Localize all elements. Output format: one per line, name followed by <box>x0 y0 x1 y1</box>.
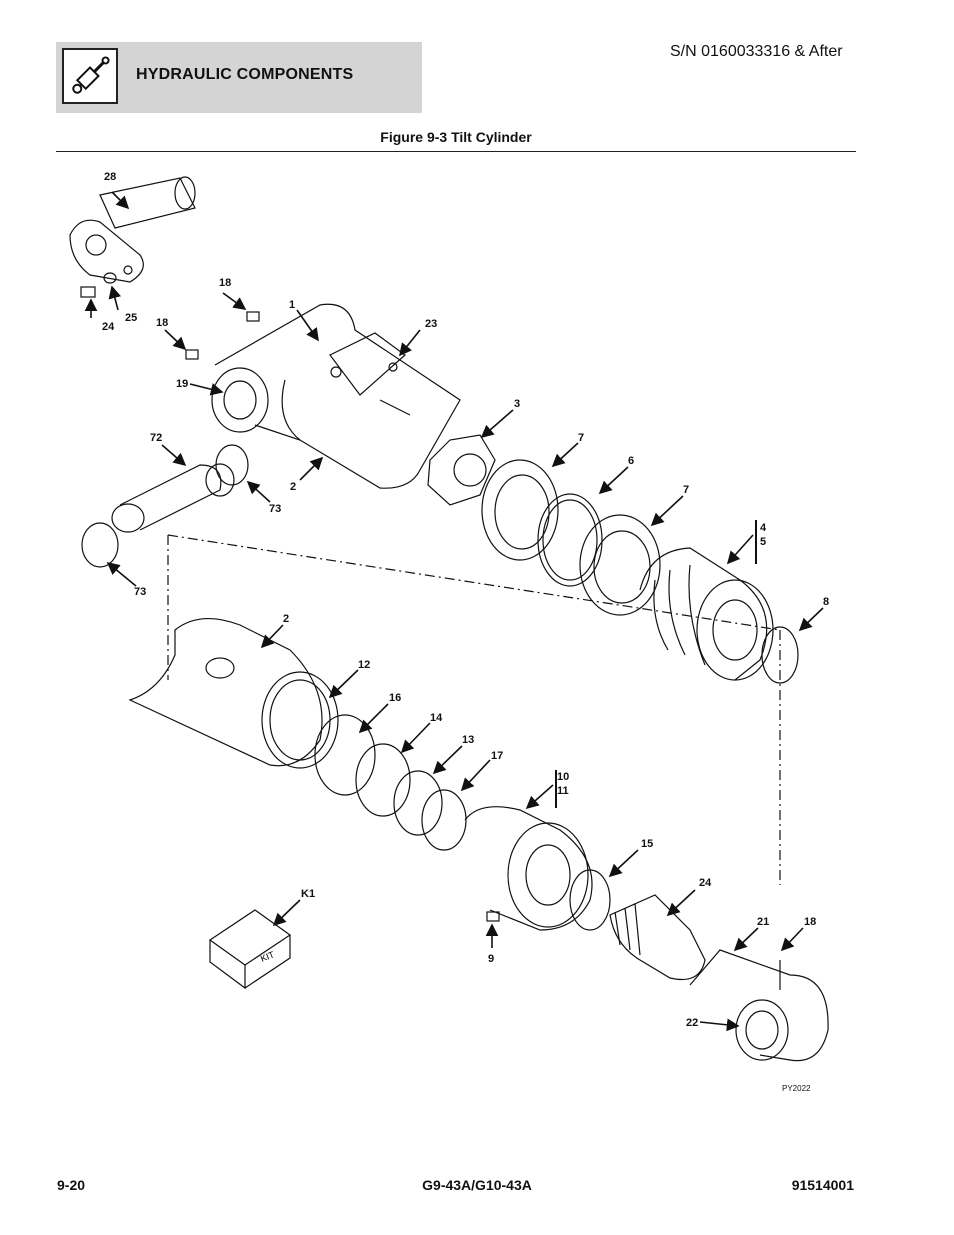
bolt-part <box>80 272 117 298</box>
callout-label: 17 <box>491 750 503 762</box>
fitting-part <box>246 311 260 322</box>
callout-label: 24 <box>699 877 712 889</box>
fitting-part <box>185 349 199 360</box>
rod-end-fitting <box>609 894 706 981</box>
callout-label: 8 <box>823 596 829 608</box>
seal-ring <box>481 459 559 561</box>
seal-ring <box>579 514 661 616</box>
wear-ring <box>393 770 443 836</box>
barrel-part <box>211 303 461 489</box>
callout-label: 19 <box>176 378 188 390</box>
page-number: 9-20 <box>57 1177 86 1193</box>
rod-part <box>81 444 249 568</box>
callout-label: 18 <box>804 916 816 928</box>
head-part <box>464 806 593 931</box>
piston-part <box>639 547 774 681</box>
callout-label: 14 <box>430 712 443 724</box>
callout-label: 73 <box>134 586 146 598</box>
title-divider <box>56 151 856 152</box>
callout-label: 7 <box>683 484 689 496</box>
callout-label: 6 <box>628 455 634 467</box>
callout-label: 13 <box>462 734 474 746</box>
callout-label: K1 <box>301 888 315 900</box>
callout-label: 9 <box>488 953 494 965</box>
hydraulic-cylinder-icon <box>62 48 118 104</box>
callout-label: 10 <box>557 771 569 783</box>
callout-label: 11 <box>557 785 569 797</box>
callout-label: 3 <box>514 398 520 410</box>
section-title: HYDRAULIC COMPONENTS <box>136 66 354 83</box>
callout-label: 15 <box>641 838 653 850</box>
callout-label: 18 <box>156 317 168 329</box>
o-ring <box>761 626 799 684</box>
wear-ring <box>355 743 411 817</box>
nut-part <box>427 434 496 506</box>
callout-label: 2 <box>290 481 296 493</box>
callout-label: 25 <box>125 312 137 324</box>
seal-ring <box>537 493 603 587</box>
snap-ring <box>569 869 611 931</box>
figure-title: Figure 9-3 Tilt Cylinder <box>380 129 532 145</box>
callout-label: 1 <box>289 299 295 311</box>
rod-end-part <box>689 949 829 1062</box>
callout-label: 23 <box>425 318 437 330</box>
callout-label: 4 <box>760 522 767 534</box>
pin-part <box>69 176 196 283</box>
model-number: G9-43A/G10-43A <box>422 1177 532 1193</box>
callout-label: 22 <box>686 1017 698 1029</box>
callout-label: 5 <box>760 536 766 548</box>
callout-label: 2 <box>283 613 289 625</box>
barrel-front-part <box>128 617 339 769</box>
bearing-part <box>314 714 376 796</box>
callout-label: 28 <box>104 171 116 183</box>
kit-box-label: KIT <box>259 949 276 964</box>
kit-box <box>208 909 292 990</box>
wear-ring <box>421 789 467 851</box>
serial-number: S/N 0160033316 & After <box>670 43 843 60</box>
callout-label: 73 <box>269 503 281 515</box>
callout-label: 7 <box>578 432 584 444</box>
callout-label: 16 <box>389 692 401 704</box>
drawing-code: PY2022 <box>782 1084 811 1093</box>
callout-label: 18 <box>219 277 231 289</box>
document-number: 91514001 <box>791 1177 854 1193</box>
callout-label: 24 <box>102 321 115 333</box>
set-screw <box>486 911 500 922</box>
callout-label: 72 <box>150 432 162 444</box>
callout-label: 21 <box>757 916 769 928</box>
callout-label: 12 <box>358 659 370 671</box>
section-header: HYDRAULIC COMPONENTS <box>56 42 422 113</box>
